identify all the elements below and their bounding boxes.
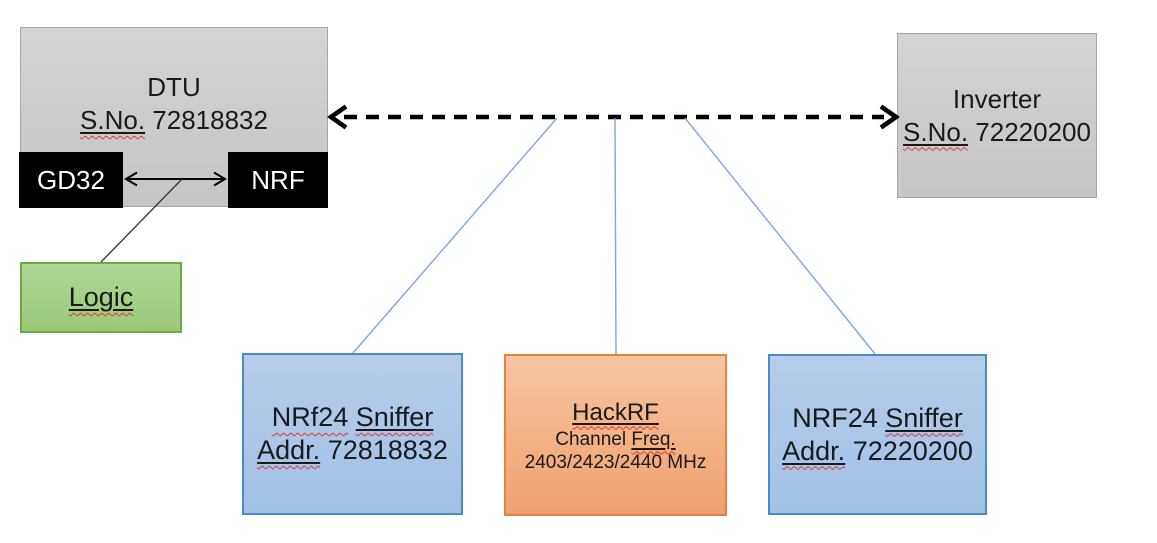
- sniffer-left-title: NRf24 Sniffer: [271, 402, 434, 432]
- nrf-chip-box: NRF: [228, 152, 328, 208]
- sniffer-right-connector-line: [684, 117, 876, 355]
- logic-label: Logic: [68, 282, 134, 312]
- gd32-label: GD32: [37, 164, 105, 195]
- sniffer-right-box: NRF24 Sniffer Addr. 72220200: [768, 354, 987, 515]
- hackrf-channel-label: Channel Freq.: [555, 428, 676, 450]
- sniffer-left-box: NRf24 Sniffer Addr. 72818832: [242, 353, 463, 515]
- sniffer-right-title: NRF24 Sniffer: [792, 402, 963, 433]
- hackrf-frequencies: 2403/2423/2440 MHz: [524, 451, 707, 473]
- hackrf-title: HackRF: [572, 398, 659, 426]
- logic-box: Logic: [20, 262, 182, 333]
- inverter-title: Inverter: [952, 83, 1042, 114]
- inverter-box: Inverter S.No. 72220200: [897, 33, 1097, 198]
- sniffer-right-address: Addr. 72220200: [782, 435, 973, 466]
- inverter-serial: S.No. 72220200: [903, 116, 1091, 147]
- sniffer-left-address: Addr. 72818832: [257, 435, 448, 465]
- hackrf-connector-line: [614, 117, 617, 355]
- gd32-chip-box: GD32: [19, 152, 123, 208]
- dtu-inverter-dashed-arrow: [326, 104, 901, 130]
- sniffer-left-connector-line: [352, 117, 558, 354]
- dtu-serial: S.No. 72818832: [80, 105, 268, 135]
- nrf-label: NRF: [251, 164, 305, 195]
- dtu-title: DTU: [147, 72, 201, 102]
- hackrf-box: HackRF Channel Freq. 2403/2423/2440 MHz: [504, 354, 727, 516]
